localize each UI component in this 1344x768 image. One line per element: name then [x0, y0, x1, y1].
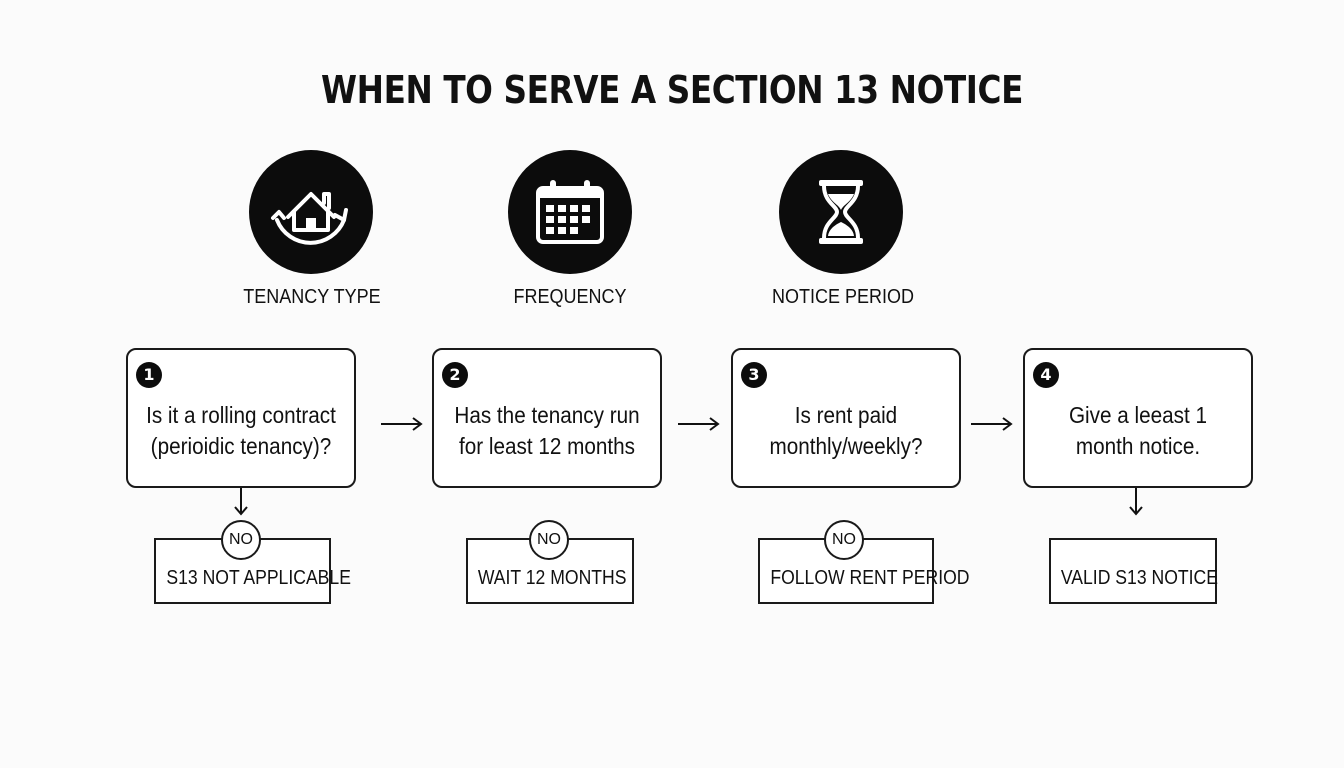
step-box-1: 1 Is it a rolling contract (perioidic te… [126, 348, 356, 488]
no-badge: NO [221, 520, 261, 560]
down-arrow-icon [234, 488, 248, 516]
step-text-line: Is rent paid [794, 402, 898, 428]
step-text-line: monthly/weekly? [769, 433, 923, 459]
right-arrow-icon [381, 417, 423, 431]
outcome-label: S13 NOT APPLICABLE [166, 567, 351, 589]
category-label-tenancy-type: TENANCY TYPE [243, 286, 381, 308]
down-arrow-icon [1129, 488, 1143, 516]
house-cycle-icon [249, 150, 373, 274]
step-text-line: Give a leeast 1 [1068, 402, 1208, 428]
step-instruction: Give a leeast 1 month notice. [1036, 400, 1239, 462]
step-number-badge: 2 [442, 362, 468, 388]
step-question: Is it a rolling contract (perioidic tena… [139, 400, 342, 462]
step-question: Is rent paid monthly/weekly? [744, 400, 947, 462]
right-arrow-icon [971, 417, 1013, 431]
outcome-label: VALID S13 NOTICE [1060, 567, 1218, 589]
hourglass-icon [779, 150, 903, 274]
step-question: Has the tenancy run for least 12 months [445, 400, 648, 462]
step-number-badge: 1 [136, 362, 162, 388]
step-text-line: for least 12 months [458, 433, 636, 459]
step-text-line: Is it a rolling contract [146, 402, 336, 428]
step-box-2: 2 Has the tenancy run for least 12 month… [432, 348, 662, 488]
category-label-notice-period: NOTICE PERIOD [771, 286, 915, 308]
outcome-box-4: VALID S13 NOTICE [1049, 538, 1218, 604]
no-badge: NO [529, 520, 569, 560]
calendar-icon [508, 150, 632, 274]
diagram-title: WHEN TO SERVE A SECTION 13 NOTICE [321, 68, 1023, 112]
step-box-4: 4 Give a leeast 1 month notice. [1023, 348, 1253, 488]
category-label-frequency: FREQUENCY [513, 286, 627, 308]
outcome-label: WAIT 12 MONTHS [477, 567, 627, 589]
no-badge: NO [824, 520, 864, 560]
step-text-line: Has the tenancy run [454, 402, 640, 428]
step-number-badge: 3 [741, 362, 767, 388]
step-box-3: 3 Is rent paid monthly/weekly? [731, 348, 961, 488]
step-text-line: (perioidic tenancy)? [150, 433, 332, 459]
step-number-badge: 4 [1033, 362, 1059, 388]
step-text-line: month notice. [1075, 433, 1201, 459]
right-arrow-icon [678, 417, 720, 431]
outcome-label: FOLLOW RENT PERIOD [770, 567, 970, 589]
